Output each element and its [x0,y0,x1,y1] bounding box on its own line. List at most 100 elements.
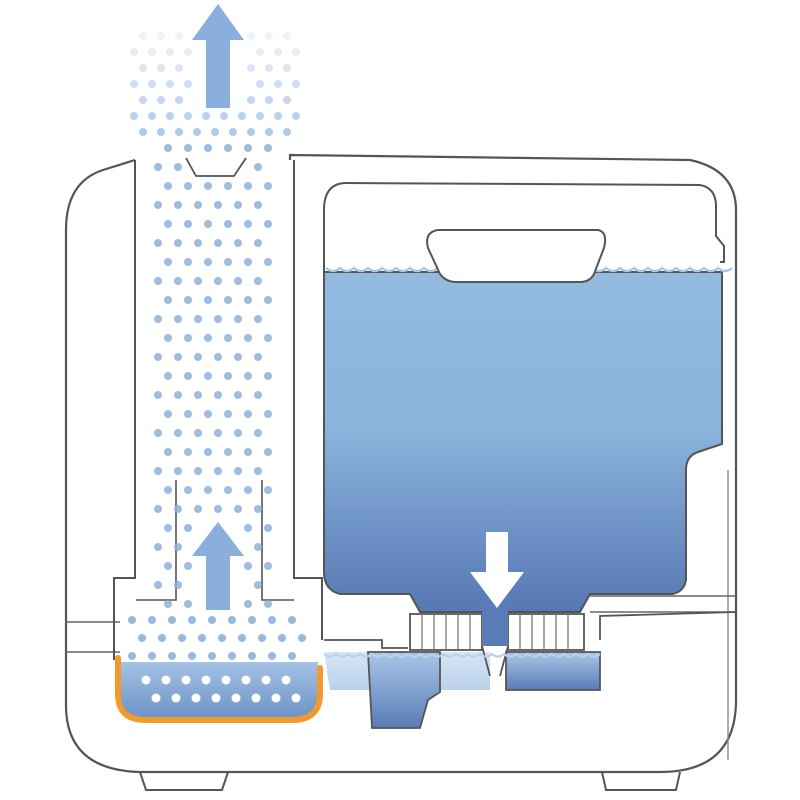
steam-particle [234,239,242,247]
steam-particle [168,616,176,624]
steam-particle [154,505,162,513]
steam-particle [224,182,232,190]
steam-particle [154,277,162,285]
steam-particle [164,448,172,456]
steam-particle [184,524,192,532]
steam-particle [264,372,272,380]
steam-particle [283,96,291,104]
bubble [291,693,301,703]
steam-particle [154,391,162,399]
water-tank-water [323,271,723,613]
steam-particle [168,652,176,660]
steam-particle [164,410,172,418]
steam-particle [244,220,252,228]
water-tank-left-wall [323,182,346,272]
steam-particle [256,112,264,120]
steam-particle [248,616,256,624]
steam-particle [164,372,172,380]
steam-particle [224,334,232,342]
steam-particle [174,391,182,399]
steam-particle [154,315,162,323]
steam-particle [224,296,232,304]
steam-particle [228,652,236,660]
steam-particle [166,48,174,56]
arrow-down-icon [470,532,524,608]
steam-particle [247,128,255,136]
steam-particle [283,64,291,72]
steam-particle [193,128,201,136]
steam-chimney-left-wall [113,160,136,660]
steam-particle [154,581,162,589]
steam-particle [138,634,146,642]
steam-particle [264,410,272,418]
steam-particle [268,616,276,624]
steam-particle [264,296,272,304]
steam-particle [208,616,216,624]
steam-particle [202,112,210,120]
nozzle-cap [185,157,247,177]
right-foot [601,771,681,791]
steam-particle [184,296,192,304]
steam-particle [166,80,174,88]
steam-particle [244,372,252,380]
steam-particle [204,182,212,190]
steam-particle [211,128,219,136]
steam-particle [254,163,262,171]
left-foot [139,771,229,791]
steam-particle [214,277,222,285]
steam-particle [254,315,262,323]
steam-particle [264,258,272,266]
steam-particle [158,634,166,642]
steam-particle [244,258,252,266]
steam-particle [264,144,272,152]
base-rail-left [66,621,120,653]
steam-particle [204,258,212,266]
steam-particle [248,652,256,660]
heater-water [120,662,318,718]
steam-particle [244,144,252,152]
steam-particle [204,486,212,494]
steam-particle [238,634,246,642]
steam-particle [204,334,212,342]
steam-particle [139,64,147,72]
steam-particle [234,505,242,513]
steam-particle [234,277,242,285]
steam-particle [288,652,296,660]
steam-particle [204,220,212,228]
steam-particle [247,96,255,104]
steam-particle [214,391,222,399]
steam-particle [283,32,291,40]
steam-particle [234,467,242,475]
steam-particle [214,315,222,323]
steam-particle [224,410,232,418]
steam-particle [283,128,291,136]
bubble [211,693,221,703]
steam-particle [174,467,182,475]
steam-particle [194,467,202,475]
steam-particle [254,429,262,437]
steam-particle [214,429,222,437]
steam-particle [164,220,172,228]
steam-particle [148,652,156,660]
steam-particle [164,182,172,190]
steam-particle [264,600,272,608]
steam-particle [292,112,300,120]
steam-particle [194,505,202,513]
tank-valve [409,606,585,677]
steam-particle [148,80,156,88]
steam-particle [264,562,272,570]
steam-particle [184,334,192,342]
steam-particle [139,128,147,136]
bubble [181,675,191,685]
steam-particle [175,128,183,136]
steam-particle [274,48,282,56]
steam-particle [224,258,232,266]
bubble [201,675,211,685]
steam-particle [258,634,266,642]
steam-particle [194,201,202,209]
steam-particle [148,616,156,624]
steam-particle [175,32,183,40]
steam-particles [128,32,306,660]
steam-particle [244,296,252,304]
steam-particle [204,448,212,456]
